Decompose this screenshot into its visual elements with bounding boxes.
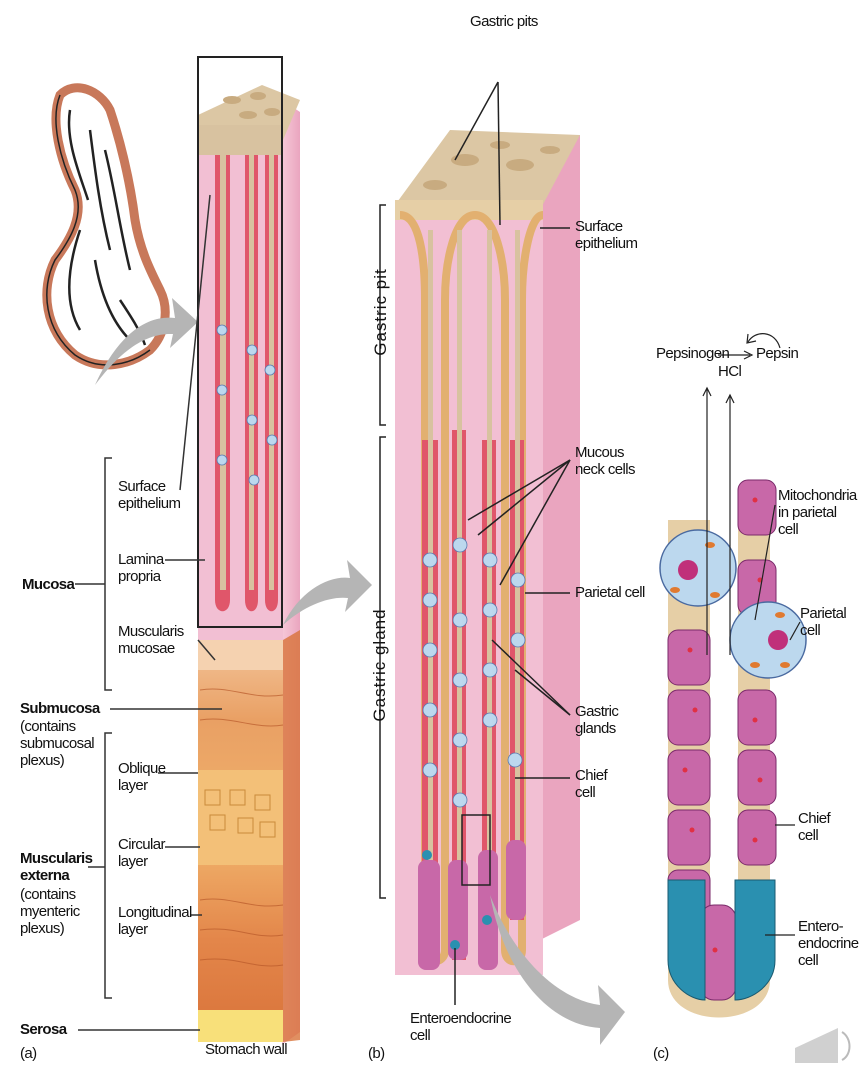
- label-submucosa-note: (contains submucosal plexus): [20, 718, 94, 769]
- label-surface-epithelium-a: Surface epithelium: [118, 478, 180, 512]
- label-submucosa: Submucosa: [20, 700, 100, 717]
- label-mucous-neck-cells: Mucous neck cells: [575, 444, 635, 478]
- label-muscularis-mucosae-a: Muscularis mucosae: [118, 623, 184, 657]
- label-serosa: Serosa: [20, 1021, 66, 1038]
- label-pepsin: Pepsin: [756, 345, 798, 362]
- panel-tag-c: (c): [653, 1045, 669, 1062]
- label-gastric-pits: Gastric pits: [470, 13, 538, 30]
- panel-tag-b: (b): [368, 1045, 385, 1062]
- label-circular-layer: Circular layer: [118, 836, 165, 870]
- label-lamina-propria-a: Lamina propria: [118, 551, 164, 585]
- label-pepsinogen: Pepsinogen: [656, 345, 729, 362]
- speaker-icon[interactable]: [795, 1028, 850, 1063]
- label-surface-epithelium-b: Surface epithelium: [575, 218, 637, 252]
- label-mitochondria: Mitochondria in parietal cell: [778, 487, 857, 538]
- caption-stomach-wall: Stomach wall: [205, 1041, 287, 1058]
- label-parietal-cell-b: Parietal cell: [575, 584, 645, 601]
- label-chief-cell-b: Chief cell: [575, 767, 607, 801]
- gland-detail: [660, 480, 806, 1018]
- label-enteroendocrine-cell-b: Enteroendocrine cell: [410, 1010, 511, 1044]
- label-gastric-pit-vertical: Gastric pit: [371, 262, 391, 362]
- label-oblique-layer: Oblique layer: [118, 760, 166, 794]
- label-parietal-cell-c: Parietal cell: [800, 605, 846, 639]
- label-longitudinal-layer: Longitudinal layer: [118, 904, 192, 938]
- label-chief-cell-c: Chief cell: [798, 810, 830, 844]
- label-hcl: HCl: [718, 363, 741, 380]
- label-gastric-gland-vertical: Gastric gland: [370, 603, 390, 727]
- stomach-wall-block: [198, 85, 300, 1045]
- label-enteroendocrine-cell-c: Entero- endocrine cell: [798, 918, 858, 969]
- label-gastric-glands: Gastric glands: [575, 703, 618, 737]
- panel-tag-a: (a): [20, 1045, 37, 1062]
- gastric-pit-block: [395, 130, 580, 975]
- label-mucosa: Mucosa: [22, 576, 74, 593]
- label-muscularis-externa-note: (contains myenteric plexus): [20, 886, 80, 937]
- label-muscularis-externa: Muscularis externa: [20, 850, 92, 884]
